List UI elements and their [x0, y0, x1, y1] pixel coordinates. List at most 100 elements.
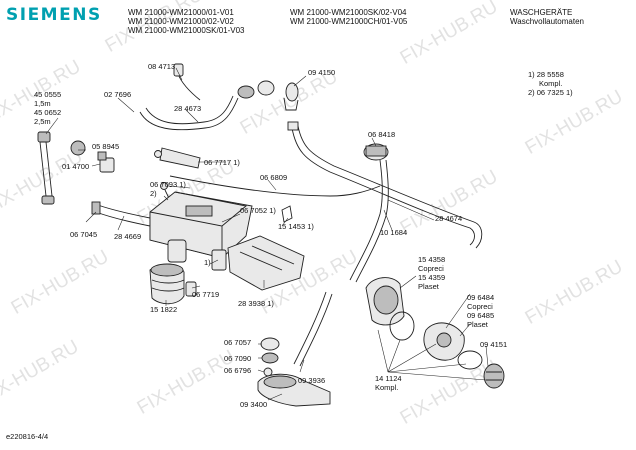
- drain-hose-outline: [299, 293, 333, 367]
- hose-end: [237, 85, 255, 99]
- part-label: 28 3938 1): [238, 299, 274, 308]
- part-label: 15 1453 1): [278, 222, 314, 231]
- hose-28-4669: [97, 204, 151, 219]
- supply-hose: [291, 127, 475, 246]
- leader-line: [299, 359, 305, 373]
- drawer-cap: [211, 249, 227, 271]
- bracket-06-7717: [159, 147, 201, 169]
- hose-02-7696-outline: [145, 95, 234, 125]
- pressure-hose-outline: [355, 159, 389, 283]
- leader-line: [185, 109, 199, 123]
- drawer-divider: [239, 245, 295, 271]
- seal-06-7057: [260, 337, 280, 351]
- brand-logo: SIEMENS: [6, 5, 102, 25]
- part-label: 09 6485: [467, 311, 495, 320]
- clamp-06-7719: [185, 281, 197, 297]
- dispenser-slot: [185, 205, 213, 217]
- leader-line: [377, 329, 487, 381]
- leader-line: [257, 369, 265, 373]
- part-label: 28 4674: [435, 214, 463, 223]
- part-label: 06 6809: [260, 173, 288, 182]
- clip-08-4713: [173, 63, 184, 77]
- part-label: Plaset: [418, 282, 439, 291]
- hose-02-7696: [139, 97, 239, 131]
- part-label: 08 4713: [148, 62, 176, 71]
- part-label: 09 3400: [240, 400, 268, 409]
- leader-line: [387, 199, 435, 221]
- leader-line: [281, 217, 289, 227]
- hose-nut: [37, 131, 51, 143]
- clamp-06-7093: [160, 182, 168, 190]
- model-line: WM 21000-WM21000SK/01-V03: [128, 26, 245, 35]
- hose-nut: [41, 195, 55, 205]
- part-label: 09 4151: [480, 340, 508, 349]
- hose-08-4713: [177, 73, 201, 101]
- category-subtitle: Waschvollautomaten: [510, 17, 584, 26]
- clip-15-1453: [281, 205, 293, 223]
- part-label: 28 4669: [114, 232, 142, 241]
- part-label: 28 4673: [174, 104, 202, 113]
- leader-line: [383, 209, 393, 231]
- part-label: 06 6796: [224, 366, 252, 375]
- cable-06-6809: [169, 175, 381, 197]
- part-label: 10 1684: [380, 228, 408, 237]
- leader-line: [485, 345, 489, 367]
- connector-09-4150-b: [285, 82, 299, 102]
- dispenser-outlet: [167, 239, 187, 263]
- part-label: 45 0555: [34, 90, 62, 99]
- bracket-screw: [154, 150, 162, 158]
- part-label: 05 8945: [92, 142, 120, 151]
- part-label: Plaset: [467, 320, 488, 329]
- part-label: 1): [204, 258, 211, 267]
- part-label: 2,5m: [34, 117, 51, 126]
- valve-01-4700: [99, 157, 115, 173]
- leader-line: [163, 195, 169, 201]
- valve-01-4700-top: [97, 151, 107, 161]
- leader-line: [267, 179, 277, 191]
- leader-line: [117, 97, 135, 113]
- model-line: WM 21000-WM21000/01-V01: [128, 8, 234, 17]
- model-line: WM 21000-WM21000SK/02-V04: [290, 8, 407, 17]
- leader-line: [445, 293, 471, 329]
- part-label: 2): [150, 189, 157, 198]
- note-line: 2) 06 7325 1): [528, 88, 573, 97]
- category-title: WASCHGERÄTE: [510, 8, 573, 17]
- seal-ring: [457, 350, 483, 370]
- leader-line: [91, 163, 101, 167]
- part-label: 45 0652: [34, 108, 62, 117]
- bellows-opening: [150, 263, 184, 277]
- leader-line: [85, 211, 97, 223]
- model-line: WM 21000-WM21000/02-V02: [128, 17, 234, 26]
- filter-cap-ribs: [486, 371, 502, 381]
- leader-line: [175, 67, 183, 81]
- part-label: 15 4359: [418, 273, 446, 282]
- inlet-hose-45-0555-outline: [45, 141, 53, 197]
- part-label: 06 7717 1): [204, 158, 240, 167]
- part-label: 09 4150: [308, 68, 336, 77]
- note-line: Kompl.: [539, 79, 563, 88]
- leader-line: [167, 185, 191, 189]
- pressure-switch-body: [365, 145, 387, 157]
- part-label: 14 1124: [375, 374, 402, 383]
- part-label: Kompl.: [375, 383, 399, 392]
- leader-line: [399, 275, 417, 289]
- bracket-09-4150: [283, 97, 299, 111]
- part-label: 06 7719: [192, 290, 220, 299]
- sump-opening: [263, 375, 297, 389]
- note-line: 1) 28 5558: [528, 70, 564, 79]
- ring-06-7090: [261, 352, 279, 364]
- pump-motor-face: [373, 285, 399, 315]
- drawing-id: e220816-4/4: [6, 432, 49, 441]
- leader-line: [117, 215, 125, 231]
- hose-connector: [287, 121, 299, 131]
- bellows-rib: [151, 279, 185, 292]
- part-label: 09 3936: [298, 376, 326, 385]
- part-label: 06 7093 1): [150, 180, 186, 189]
- part-label: 06 7045: [70, 230, 98, 239]
- inlet-hose-45-0555: [39, 141, 47, 197]
- part-label: Copreci: [467, 302, 493, 311]
- part-label: 09 6484: [467, 293, 495, 302]
- leader-line: [371, 137, 377, 147]
- part-label: 02 7696: [104, 90, 132, 99]
